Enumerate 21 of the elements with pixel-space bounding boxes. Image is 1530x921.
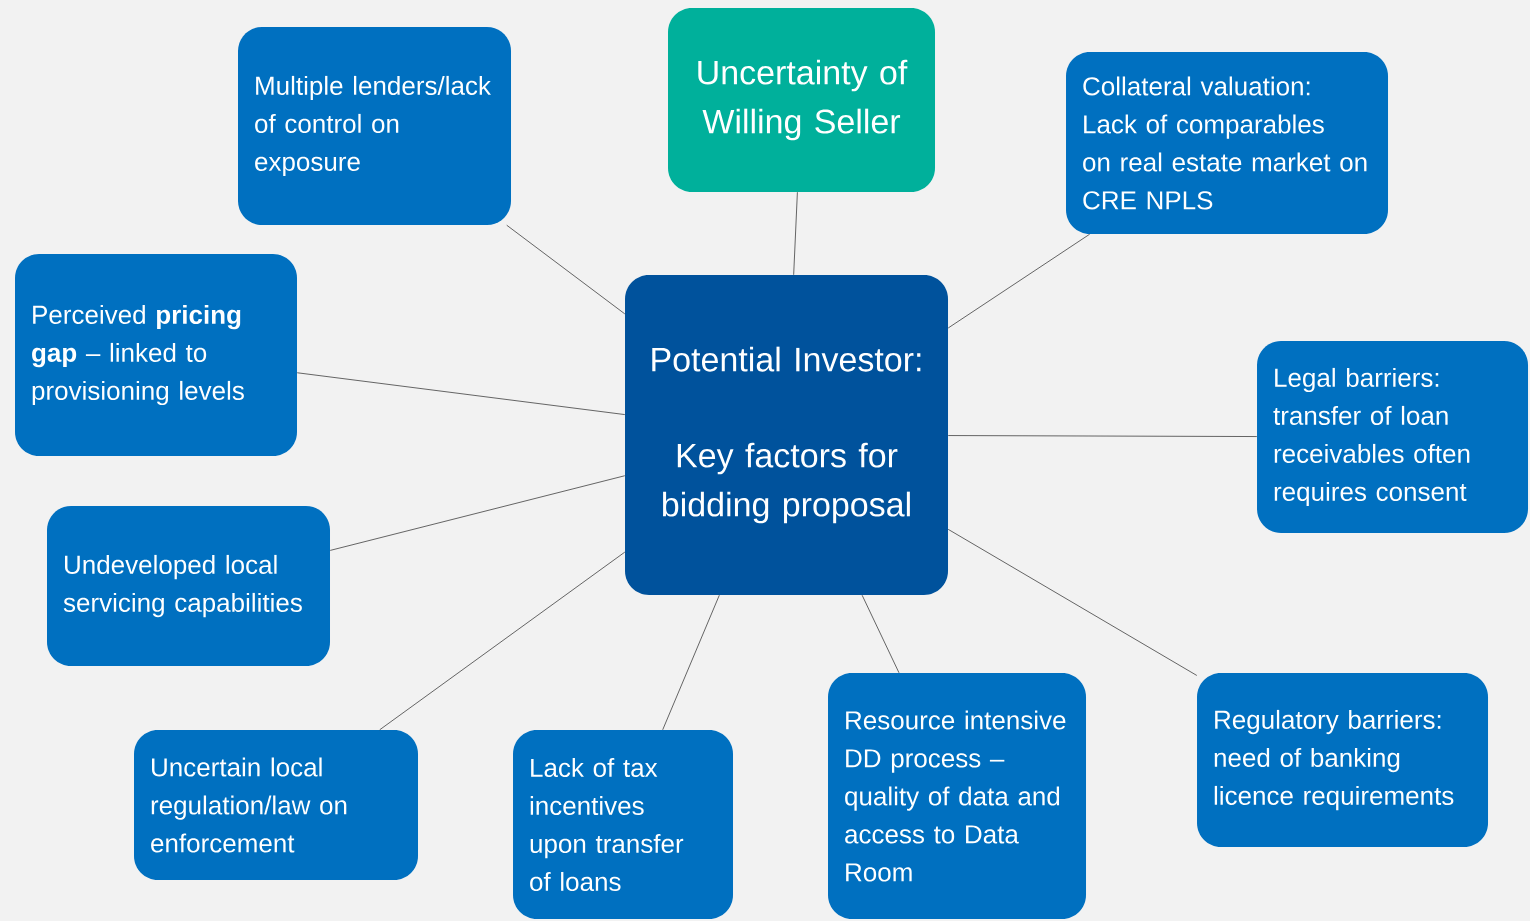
factor-box: Undeveloped local servicing capabilities bbox=[47, 506, 330, 666]
connector-line bbox=[379, 551, 626, 731]
central-box: Potential Investor: Key factors for bidding proposal bbox=[625, 275, 948, 595]
connector-line bbox=[329, 475, 626, 551]
connector-line bbox=[861, 594, 900, 674]
factor-box: Lack of tax incentives upon transfer of loans bbox=[513, 730, 733, 919]
factor-box: Regulatory barriers: need of banking licence requirements bbox=[1197, 673, 1488, 847]
factor-box: Uncertainty of Willing Seller bbox=[668, 8, 935, 192]
connector-line bbox=[296, 372, 626, 415]
connector-line bbox=[662, 594, 720, 731]
factor-box: Legal barriers: transfer of loan receivables often requires consent bbox=[1257, 341, 1528, 533]
connector-line bbox=[947, 528, 1198, 676]
connector-line bbox=[947, 435, 1258, 437]
connector-line bbox=[506, 224, 626, 315]
factor-box: Uncertain local regulation/law on enforcement bbox=[134, 730, 418, 880]
factor-box: Resource intensive DD process – quality of data and access to Data Room bbox=[828, 673, 1086, 919]
connector-line bbox=[947, 233, 1091, 329]
factor-box: Multiple lenders/lack of control on exposure bbox=[238, 27, 511, 225]
factor-box: Perceived pricing gap – linked to provisioning levels bbox=[15, 254, 297, 456]
factor-box: Collateral valuation: Lack of comparables on real estate market on CRE NPLS bbox=[1066, 52, 1388, 234]
connector-line bbox=[793, 191, 798, 276]
